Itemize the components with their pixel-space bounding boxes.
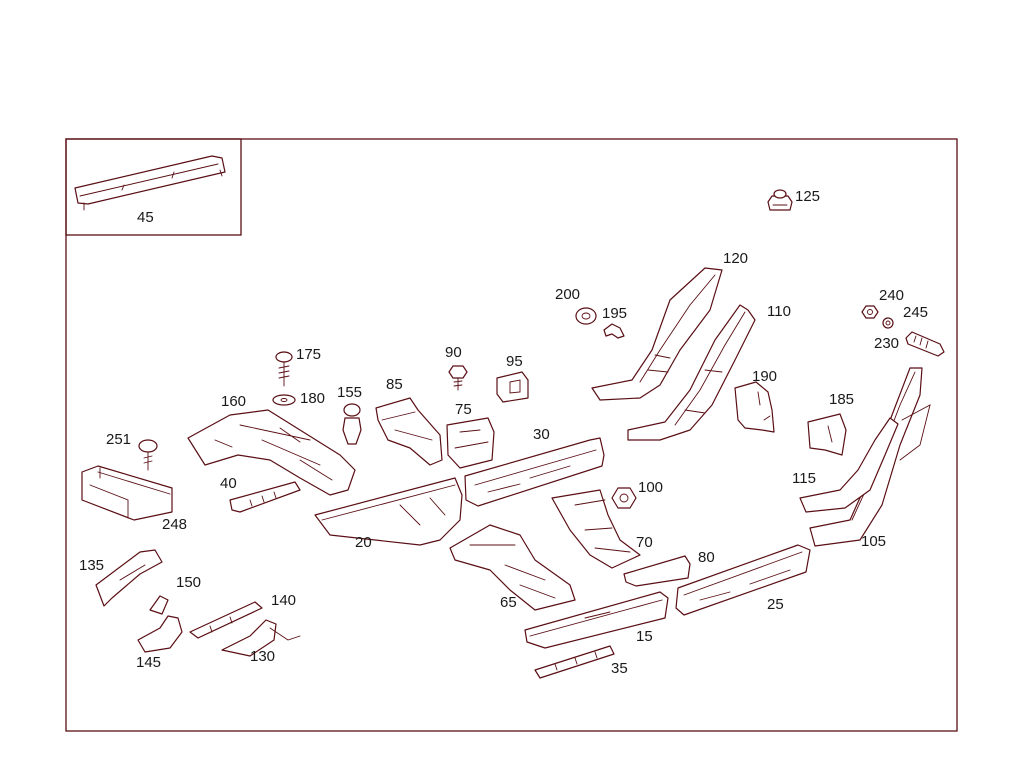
label-135: 135 bbox=[79, 557, 104, 574]
part-100-nut[interactable] bbox=[611, 487, 637, 509]
part-180-washer[interactable] bbox=[272, 394, 296, 406]
part-120-pillar[interactable] bbox=[591, 267, 723, 401]
part-35-strip[interactable] bbox=[534, 645, 615, 679]
inset-box bbox=[65, 138, 242, 236]
label-85: 85 bbox=[386, 376, 403, 393]
label-45: 45 bbox=[137, 209, 154, 226]
label-245: 245 bbox=[903, 304, 928, 321]
part-130-bracket[interactable] bbox=[221, 619, 301, 657]
label-230: 230 bbox=[874, 335, 899, 352]
part-160-bracket[interactable] bbox=[187, 409, 356, 496]
label-105: 105 bbox=[861, 533, 886, 550]
label-180: 180 bbox=[300, 390, 325, 407]
part-30-crossmember[interactable] bbox=[464, 437, 605, 507]
part-240-nut[interactable] bbox=[861, 305, 879, 319]
part-20-rail[interactable] bbox=[314, 477, 463, 546]
label-185: 185 bbox=[829, 391, 854, 408]
part-195-clip[interactable] bbox=[603, 323, 625, 339]
label-155: 155 bbox=[337, 384, 362, 401]
part-15-sill[interactable] bbox=[524, 591, 669, 649]
label-20: 20 bbox=[355, 534, 372, 551]
label-115: 115 bbox=[792, 470, 816, 487]
part-125-nut[interactable] bbox=[767, 189, 793, 211]
part-65-tunnel[interactable] bbox=[449, 524, 576, 611]
label-240: 240 bbox=[879, 287, 904, 304]
part-95-block[interactable] bbox=[496, 371, 529, 403]
part-90-bolt[interactable] bbox=[448, 365, 468, 391]
label-125: 125 bbox=[795, 188, 820, 205]
label-100: 100 bbox=[638, 479, 663, 496]
part-40-strip[interactable] bbox=[229, 481, 301, 513]
label-200: 200 bbox=[555, 286, 580, 303]
label-80: 80 bbox=[698, 549, 715, 566]
label-95: 95 bbox=[506, 353, 523, 370]
part-248-housing[interactable] bbox=[81, 465, 173, 521]
label-25: 25 bbox=[767, 596, 784, 613]
part-135-bracket[interactable] bbox=[95, 549, 163, 607]
label-130: 130 bbox=[250, 648, 275, 665]
label-140: 140 bbox=[271, 592, 296, 609]
part-155-clip[interactable] bbox=[342, 403, 362, 445]
label-15: 15 bbox=[636, 628, 653, 645]
part-115-rail[interactable] bbox=[799, 417, 899, 513]
label-175: 175 bbox=[296, 346, 321, 363]
part-245-washer[interactable] bbox=[882, 317, 894, 329]
part-110-pillar[interactable] bbox=[627, 304, 756, 441]
label-251: 251 bbox=[106, 431, 131, 448]
label-190: 190 bbox=[752, 368, 777, 385]
label-195: 195 bbox=[602, 305, 627, 322]
label-120: 120 bbox=[723, 250, 748, 267]
part-75-bracket[interactable] bbox=[446, 417, 495, 469]
part-200-grommet[interactable] bbox=[575, 307, 597, 325]
label-40: 40 bbox=[220, 475, 237, 492]
part-251-screw[interactable] bbox=[138, 439, 158, 471]
label-150: 150 bbox=[176, 574, 201, 591]
part-70-tunnel[interactable] bbox=[551, 489, 641, 569]
part-190-bracket[interactable] bbox=[734, 381, 775, 433]
label-160: 160 bbox=[221, 393, 246, 410]
part-175-screw[interactable] bbox=[275, 351, 293, 387]
label-75: 75 bbox=[455, 401, 472, 418]
part-85-duct[interactable] bbox=[375, 397, 443, 466]
part-145-bracket[interactable] bbox=[137, 615, 183, 653]
label-30: 30 bbox=[533, 426, 550, 443]
part-230-stud[interactable] bbox=[905, 331, 945, 357]
part-45-rail[interactable] bbox=[74, 155, 226, 211]
part-25-sill[interactable] bbox=[675, 544, 811, 616]
label-145: 145 bbox=[136, 654, 161, 671]
part-80-bracket[interactable] bbox=[623, 555, 691, 587]
label-35: 35 bbox=[611, 660, 628, 677]
label-70: 70 bbox=[636, 534, 653, 551]
part-185-bracket[interactable] bbox=[807, 413, 847, 456]
label-110: 110 bbox=[767, 303, 791, 320]
diagram-frame bbox=[65, 138, 958, 732]
label-90: 90 bbox=[445, 344, 462, 361]
label-248: 248 bbox=[162, 516, 187, 533]
part-140-rail[interactable] bbox=[189, 601, 263, 639]
label-65: 65 bbox=[500, 594, 517, 611]
part-150-clip[interactable] bbox=[149, 595, 169, 615]
